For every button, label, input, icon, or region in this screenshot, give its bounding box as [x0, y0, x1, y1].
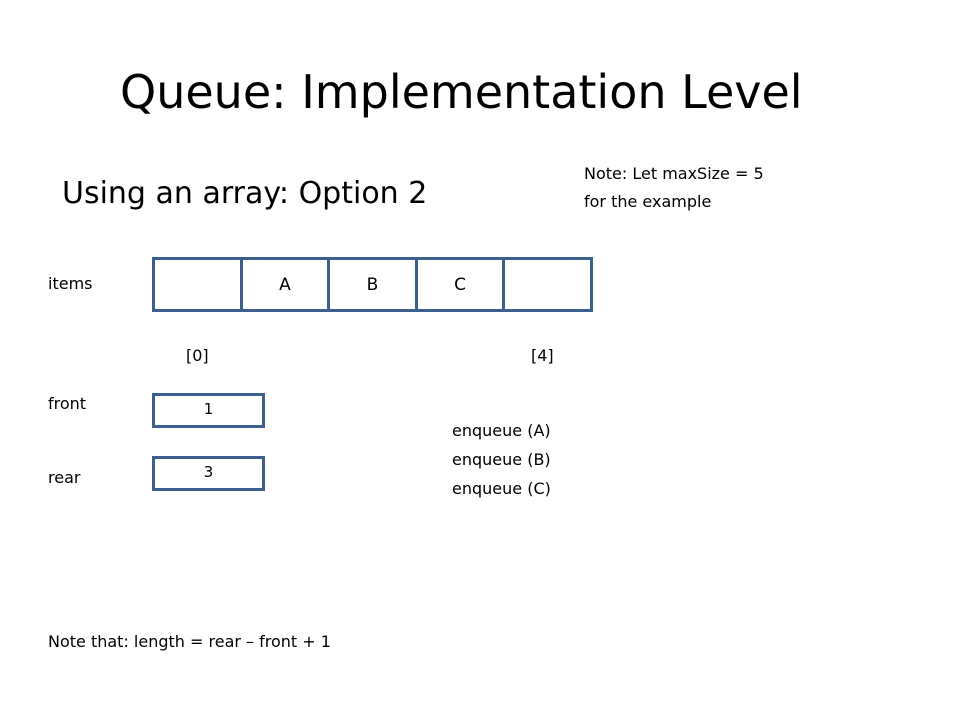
- slide-subtitle: Using an array: Option 2: [62, 176, 428, 211]
- items-array: A B C: [152, 257, 593, 312]
- last-index-label: [4]: [531, 346, 554, 365]
- operation-item: enqueue (B): [452, 450, 551, 469]
- front-value-box: 1: [152, 393, 265, 428]
- array-cell-1: A: [243, 260, 331, 309]
- array-cell-2: B: [330, 260, 418, 309]
- array-cell-3: C: [418, 260, 506, 309]
- rear-label: rear: [48, 468, 81, 487]
- array-cell-4: [505, 260, 590, 309]
- operations-list: enqueue (A) enqueue (B) enqueue (C): [452, 416, 551, 503]
- max-size-note-line-2: for the example: [584, 192, 712, 211]
- rear-value-box: 3: [152, 456, 265, 491]
- first-index-label: [0]: [186, 346, 209, 365]
- items-label: items: [48, 274, 93, 293]
- operation-item: enqueue (A): [452, 421, 551, 440]
- slide-title: Queue: Implementation Level: [120, 65, 803, 119]
- max-size-note: Note: Let maxSize = 5 for the example: [584, 160, 764, 216]
- operation-item: enqueue (C): [452, 479, 551, 498]
- length-note: Note that: length = rear – front + 1: [48, 632, 331, 651]
- array-cell-0: [155, 260, 243, 309]
- max-size-note-line-1: Note: Let maxSize = 5: [584, 164, 764, 183]
- front-label: front: [48, 394, 87, 413]
